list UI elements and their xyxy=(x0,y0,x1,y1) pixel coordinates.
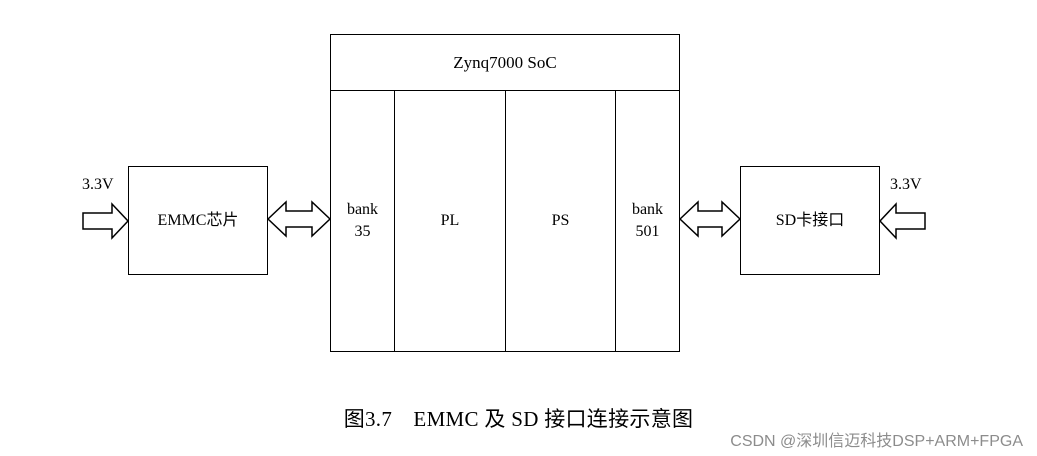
sd-interface-label: SD卡接口 xyxy=(775,211,845,229)
cell-ps: PS xyxy=(505,90,616,352)
bank501-sd-double-arrow-icon xyxy=(678,200,742,238)
soc-title: Zynq7000 SoC xyxy=(453,52,557,72)
cell-bank-35-line2: 35 xyxy=(354,223,371,240)
cell-bank-501-line2: 501 xyxy=(635,223,660,240)
csdn-watermark: CSDN @深圳信迈科技DSP+ARM+FPGA xyxy=(730,433,1023,450)
sd-interface-box: SD卡接口 xyxy=(740,166,880,275)
emmc-chip-label: EMMC芯片 xyxy=(157,211,239,229)
emmc-chip-box: EMMC芯片 xyxy=(128,166,268,275)
cell-bank-501: bank 501 xyxy=(615,90,680,352)
soc-title-box: Zynq7000 SoC xyxy=(330,34,680,91)
right-power-arrow-icon xyxy=(878,202,926,240)
figure-caption: 图3.7 EMMC 及 SD 接口连接示意图 xyxy=(343,407,694,431)
left-power-arrow-icon xyxy=(82,202,130,240)
cell-ps-label: PS xyxy=(551,212,570,229)
cell-bank-35-line1: bank xyxy=(346,201,379,218)
left-voltage-label: 3.3V xyxy=(82,176,114,193)
right-voltage-label: 3.3V xyxy=(890,176,922,193)
cell-bank-501-line1: bank xyxy=(631,201,664,218)
cell-pl-label: PL xyxy=(440,212,460,229)
cell-pl: PL xyxy=(394,90,506,352)
emmc-bank35-double-arrow-icon xyxy=(266,200,332,238)
